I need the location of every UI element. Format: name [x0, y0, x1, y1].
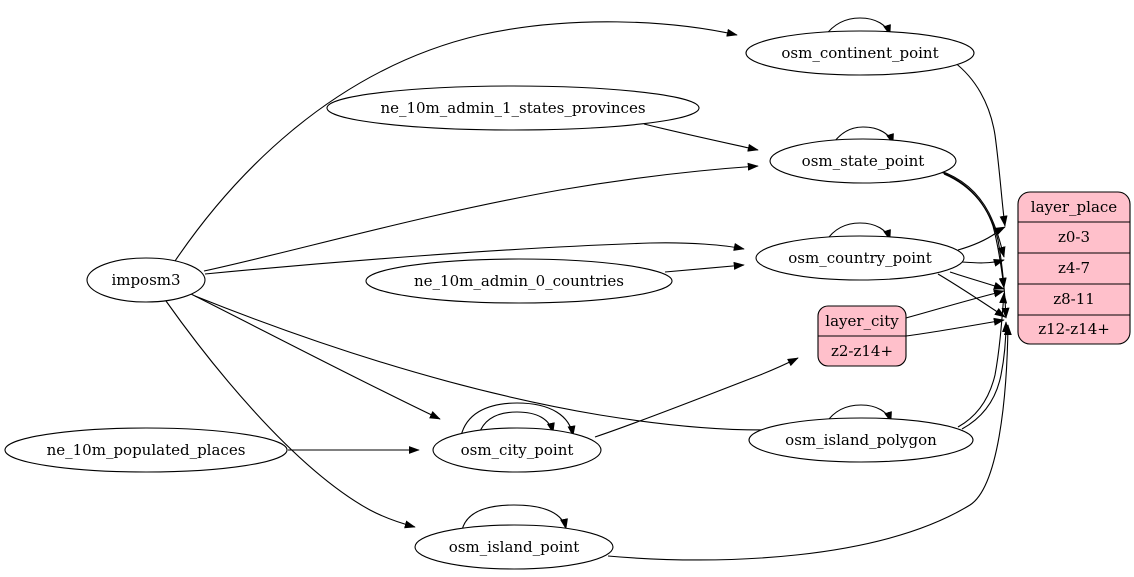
node-label: ne_10m_populated_places [47, 441, 246, 459]
node-osm_state_point[interactable]: osm_state_point [769, 138, 957, 184]
edge-osm_city_point-to-layer_city-z2 [594, 357, 799, 438]
edge-imposm3-to-osm_city_point [190, 293, 441, 420]
record-row-title: layer_city [825, 312, 899, 330]
record-row-z4-7[interactable]: z4-7 [1058, 259, 1090, 277]
edge-osm_island_polygon-to-layer_place-z12 [961, 321, 1010, 430]
edge-osm_island_polygon-to-layer_place-z8_11 [957, 292, 1008, 428]
record-row-z8-11[interactable]: z8-11 [1053, 290, 1095, 308]
node-ne_10m_populated_places[interactable]: ne_10m_populated_places [4, 427, 288, 473]
node-label: osm_country_point [788, 249, 932, 267]
edge-ne_10m_admin_1_states_provinces-to-osm_state_point [643, 123, 759, 152]
record-row-z12-z14[interactable]: z12-z14+ [1038, 320, 1110, 338]
record-row-title: layer_place [1031, 198, 1118, 216]
node-osm_city_point[interactable]: osm_city_point [432, 427, 602, 473]
edge-osm_state_point-to-layer_place-z4_7 [937, 169, 1006, 258]
record-row-z0-3[interactable]: z0-3 [1058, 228, 1090, 246]
edge-imposm3-to-osm_country_point [204, 242, 745, 275]
node-label: ne_10m_admin_0_countries [414, 272, 624, 290]
edge-self-osm_island_polygon [825, 404, 892, 424]
edge-layer [165, 17, 1012, 561]
edge-osm_state_point-to-layer_place-z8_11 [940, 171, 1007, 289]
node-osm_continent_point[interactable]: osm_continent_point [745, 30, 975, 76]
edge-osm_country_point-to-layer_place-z12 [937, 273, 1006, 318]
edge-layer_city-to-layer_place-z12 [905, 317, 1005, 337]
node-label: imposm3 [111, 271, 180, 289]
node-osm_island_point[interactable]: osm_island_point [414, 524, 614, 570]
edge-self-osm_state_point [831, 126, 894, 146]
node-osm_island_polygon[interactable]: osm_island_polygon [748, 417, 974, 463]
edge-osm_country_point-to-layer_place-z4_7 [961, 258, 1005, 267]
edge-imposm3-to-osm_island_point [165, 300, 416, 529]
edge-osm_country_point-to-layer_place-z8_11 [949, 271, 1005, 290]
node-osm_country_point[interactable]: osm_country_point [755, 235, 965, 281]
record-layer: layer_place z0-3 z4-7 z8-11 z12-z14+ lay… [817, 191, 1131, 367]
edge-imposm3-to-osm_state_point [203, 162, 759, 272]
record-row-z2-z14[interactable]: z2-z14+ [831, 342, 893, 360]
edge-self-osm_continent_point [824, 17, 891, 37]
node-ne_10m_admin_1_states_provinces[interactable]: ne_10m_admin_1_states_provinces [326, 85, 700, 131]
node-label: osm_island_polygon [785, 431, 937, 449]
edge-self-osm_island_point [461, 504, 568, 531]
edge-osm_country_point-to-layer_place-z0_3 [957, 226, 1006, 251]
edge-ne_10m_admin_0_countries-to-osm_country_point [664, 261, 745, 273]
node-label: osm_city_point [461, 441, 574, 459]
edge-imposm3-to-osm_island_polygon [194, 295, 796, 434]
edge-self-osm_city_point-outer [460, 402, 576, 437]
node-label: osm_state_point [802, 152, 925, 170]
node-label: ne_10m_admin_1_states_provinces [380, 99, 645, 117]
edge-osm_state_point-to-layer_place-z12 [943, 173, 1010, 319]
edge-self-osm_country_point [825, 222, 891, 242]
node-label: osm_island_point [449, 538, 580, 556]
edge-osm_island_point-to-layer_place-z12 [607, 324, 1012, 561]
node-label: osm_continent_point [781, 44, 938, 62]
node-imposm3[interactable]: imposm3 [86, 257, 206, 303]
node-ne_10m_admin_0_countries[interactable]: ne_10m_admin_0_countries [365, 258, 673, 304]
edge-osm_continent_point-to-layer_place-z0_3 [953, 61, 1008, 227]
record-node-layer-place[interactable]: layer_place z0-3 z4-7 z8-11 z12-z14+ [1017, 191, 1131, 345]
edge-imposm3-to-osm_continent_point [174, 21, 738, 262]
record-node-layer-city[interactable]: layer_city z2-z14+ [817, 305, 907, 367]
edge-self-osm_city_point-inner [478, 411, 555, 435]
edge-layer_city-to-layer_place-z8_11 [905, 289, 1005, 319]
node-layer: imposm3 ne_10m_admin_1_states_provinces … [4, 30, 975, 570]
